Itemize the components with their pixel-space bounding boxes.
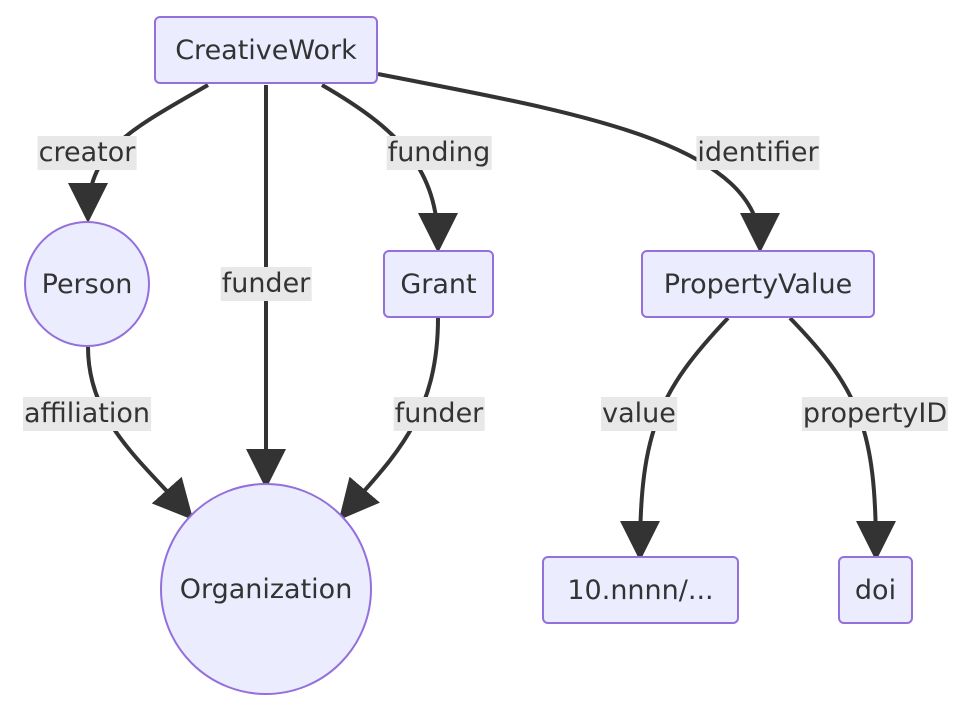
edge-label-funding: funding bbox=[386, 136, 492, 170]
edge-label-creator: creator bbox=[37, 136, 137, 170]
node-creativework-label: CreativeWork bbox=[175, 34, 357, 66]
edge-label-funder-grant: funder bbox=[393, 397, 485, 431]
node-person-label: Person bbox=[41, 268, 133, 300]
node-doi[interactable]: doi bbox=[838, 556, 913, 624]
node-organization-label: Organization bbox=[179, 573, 353, 605]
node-grant-label: Grant bbox=[400, 268, 477, 300]
node-propertyvalue-label: PropertyValue bbox=[663, 268, 853, 300]
node-doi-value-label: 10.nnnn/... bbox=[567, 574, 714, 606]
node-person[interactable]: Person bbox=[24, 221, 150, 347]
edge-label-value: value bbox=[601, 397, 677, 431]
node-doi-value[interactable]: 10.nnnn/... bbox=[542, 556, 739, 624]
edge-label-identifier: identifier bbox=[696, 136, 820, 170]
edge-funder-grant bbox=[338, 317, 440, 521]
edge-label-affiliation: affiliation bbox=[23, 397, 151, 431]
node-grant[interactable]: Grant bbox=[383, 250, 494, 318]
edge-label-funder-direct: funder bbox=[220, 267, 312, 301]
node-doi-label: doi bbox=[854, 574, 897, 606]
node-creativework[interactable]: CreativeWork bbox=[154, 16, 378, 84]
node-propertyvalue[interactable]: PropertyValue bbox=[641, 250, 875, 318]
edge-value bbox=[620, 316, 730, 561]
edge-label-propertyid: propertyID bbox=[801, 397, 949, 431]
node-organization[interactable]: Organization bbox=[160, 483, 372, 695]
edge-propertyid bbox=[788, 316, 896, 561]
edge-identifier bbox=[377, 72, 780, 253]
edge-affiliation bbox=[86, 346, 194, 520]
